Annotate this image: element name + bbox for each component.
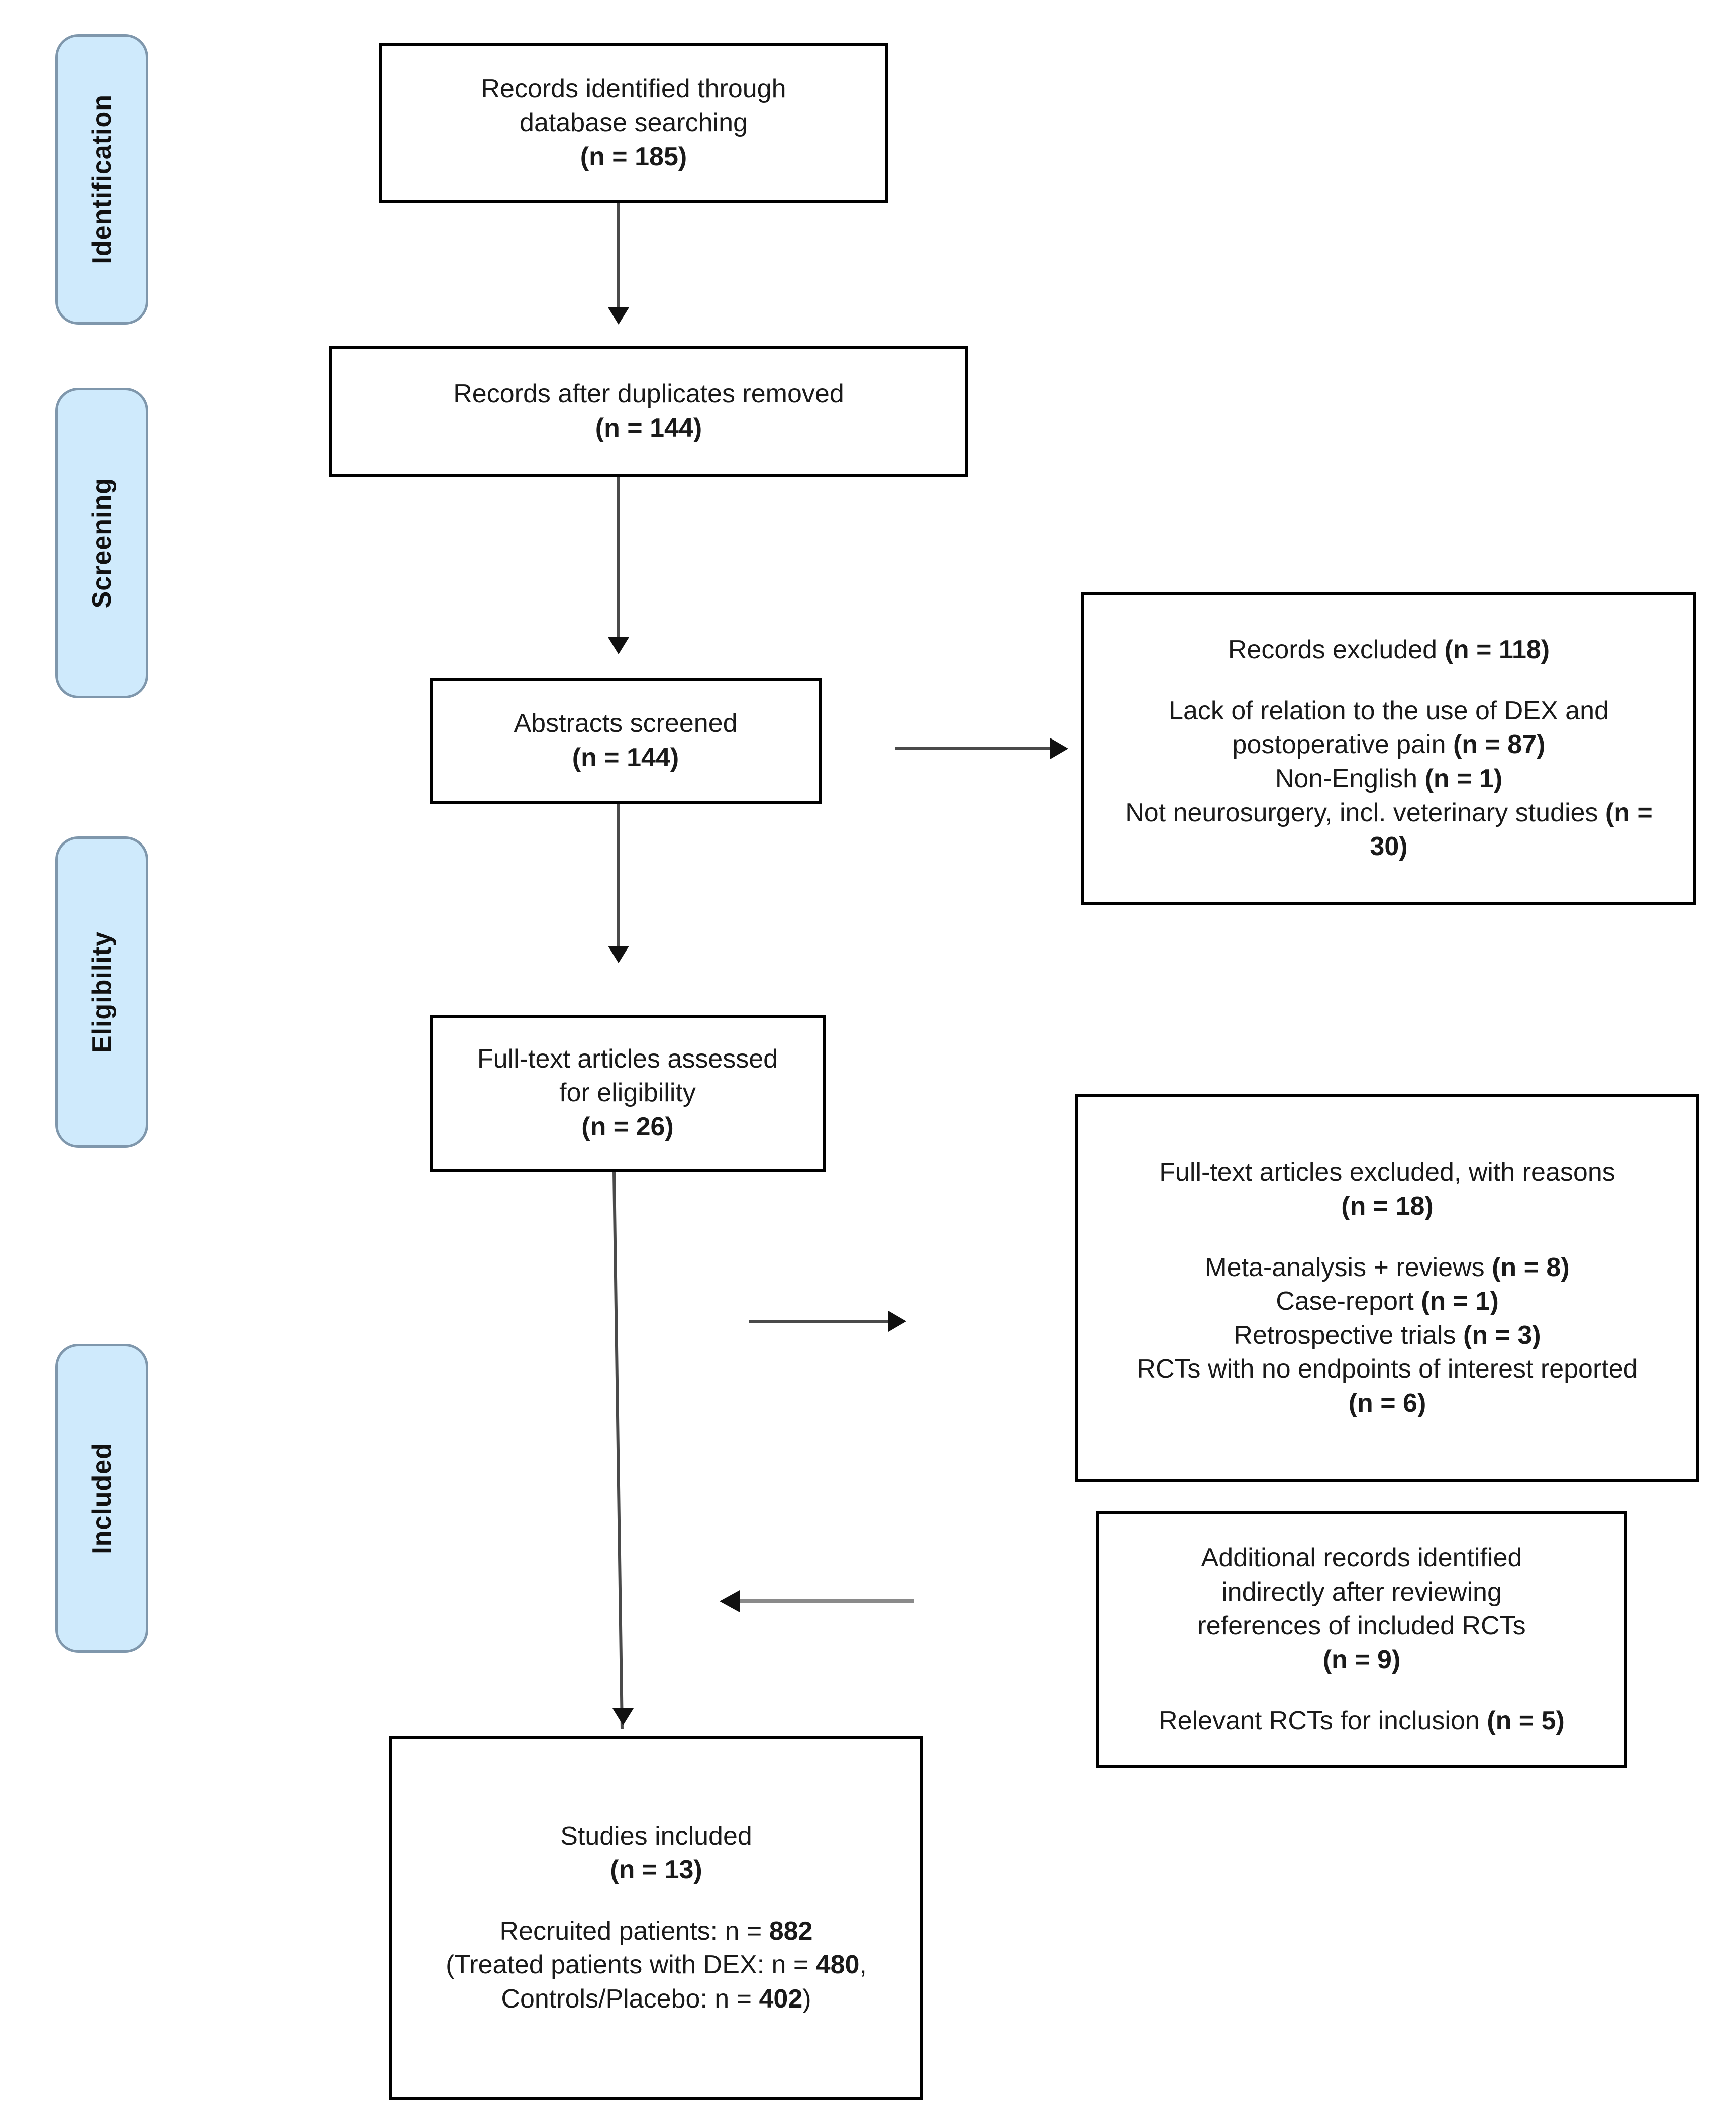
box-fulltext-assessed: Full-text articles assessed for eligibil… xyxy=(430,1015,826,1172)
records-after-duplicates-line1: Records after duplicates removed xyxy=(453,379,844,409)
connector-fulltext-to-studies xyxy=(612,1172,624,1729)
arrowhead-right-fulltext-excluded xyxy=(888,1311,906,1332)
box-abstracts-screened: Abstracts screened (n = 144) xyxy=(430,678,822,804)
box-records-identified: Records identified through database sear… xyxy=(379,43,888,203)
fulltext-excluded-heading: Full-text articles excluded, with reason… xyxy=(1159,1157,1615,1187)
records-identified-line2: database searching xyxy=(520,108,748,138)
box-additional-records: Additional records identified indirectly… xyxy=(1096,1511,1627,1768)
fulltext-excluded-heading-count: (n = 18) xyxy=(1341,1192,1434,1221)
additional-records-count: (n = 9) xyxy=(1322,1645,1401,1674)
fulltext-excluded-reason-4-count: (n = 6) xyxy=(1348,1388,1426,1418)
studies-included-treated: (Treated patients with DEX: n = 480, xyxy=(446,1950,867,1980)
records-excluded-reason-3: Not neurosurgery, incl. veterinary studi… xyxy=(1125,798,1653,862)
abstracts-screened-count: (n = 144) xyxy=(572,743,679,772)
box-studies-included: Studies included (n = 13) Recruited pati… xyxy=(389,1736,923,2100)
connector-duplicates-to-abstracts xyxy=(617,477,620,641)
connector-abstracts-to-fulltext xyxy=(617,804,620,949)
abstracts-screened-line1: Abstracts screened xyxy=(514,709,738,738)
fulltext-excluded-reason-4: RCTs with no endpoints of interest repor… xyxy=(1137,1354,1638,1384)
phase-label-eligibility: Eligibility xyxy=(55,836,148,1148)
arrowhead-down-duplicates xyxy=(608,637,629,654)
records-excluded-heading: Records excluded (n = 118) xyxy=(1228,635,1550,665)
phase-label-text: Identification xyxy=(87,94,117,264)
records-after-duplicates-count: (n = 144) xyxy=(595,413,702,443)
fulltext-assessed-line2: for eligibility xyxy=(559,1078,696,1108)
additional-records-line1: Additional records identified xyxy=(1201,1543,1522,1573)
connector-additional-to-studies xyxy=(739,1599,914,1603)
records-excluded-reason-1: Lack of relation to the use of DEX and p… xyxy=(1169,696,1609,760)
connector-abstracts-to-excluded xyxy=(895,747,1061,750)
connector-fulltext-to-excluded xyxy=(749,1320,899,1323)
box-fulltext-excluded: Full-text articles excluded, with reason… xyxy=(1075,1094,1699,1482)
studies-included-controls: Controls/Placebo: n = 402) xyxy=(501,1984,811,2014)
phase-label-screening: Screening xyxy=(55,388,148,698)
arrowhead-left-additional xyxy=(720,1590,740,1612)
additional-records-line2: indirectly after reviewing xyxy=(1221,1577,1502,1607)
fulltext-excluded-reason-2: Case-report (n = 1) xyxy=(1276,1287,1499,1316)
fulltext-excluded-reason-1: Meta-analysis + reviews (n = 8) xyxy=(1205,1252,1570,1282)
box-records-after-duplicates: Records after duplicates removed (n = 14… xyxy=(329,346,968,477)
box-records-excluded: Records excluded (n = 118) Lack of relat… xyxy=(1081,592,1696,905)
additional-records-relevant: Relevant RCTs for inclusion (n = 5) xyxy=(1159,1706,1565,1736)
phase-label-included: Included xyxy=(55,1344,148,1653)
studies-included-recruited: Recruited patients: n = 882 xyxy=(499,1916,813,1946)
fulltext-assessed-line1: Full-text articles assessed xyxy=(477,1044,778,1074)
phase-label-text: Eligibility xyxy=(87,931,117,1053)
phase-label-text: Included xyxy=(87,1442,117,1554)
phase-label-identification: Identification xyxy=(55,34,148,325)
records-identified-count: (n = 185) xyxy=(580,142,687,171)
studies-included-count: (n = 13) xyxy=(610,1855,702,1885)
connector-identified-to-duplicates xyxy=(617,203,620,311)
additional-records-line3: references of included RCTs xyxy=(1197,1611,1526,1641)
arrowhead-down-studies xyxy=(612,1708,634,1725)
records-identified-line1: Records identified through xyxy=(481,74,786,103)
records-excluded-reason-2: Non-English (n = 1) xyxy=(1275,764,1503,793)
phase-label-text: Screening xyxy=(87,477,117,609)
fulltext-assessed-count: (n = 26) xyxy=(581,1112,674,1141)
arrowhead-right-excluded xyxy=(1050,738,1068,759)
arrowhead-down-identified xyxy=(608,307,629,325)
studies-included-line1: Studies included xyxy=(560,1821,752,1851)
fulltext-excluded-reason-3: Retrospective trials (n = 3) xyxy=(1234,1320,1541,1350)
arrowhead-down-abstracts xyxy=(608,946,629,963)
